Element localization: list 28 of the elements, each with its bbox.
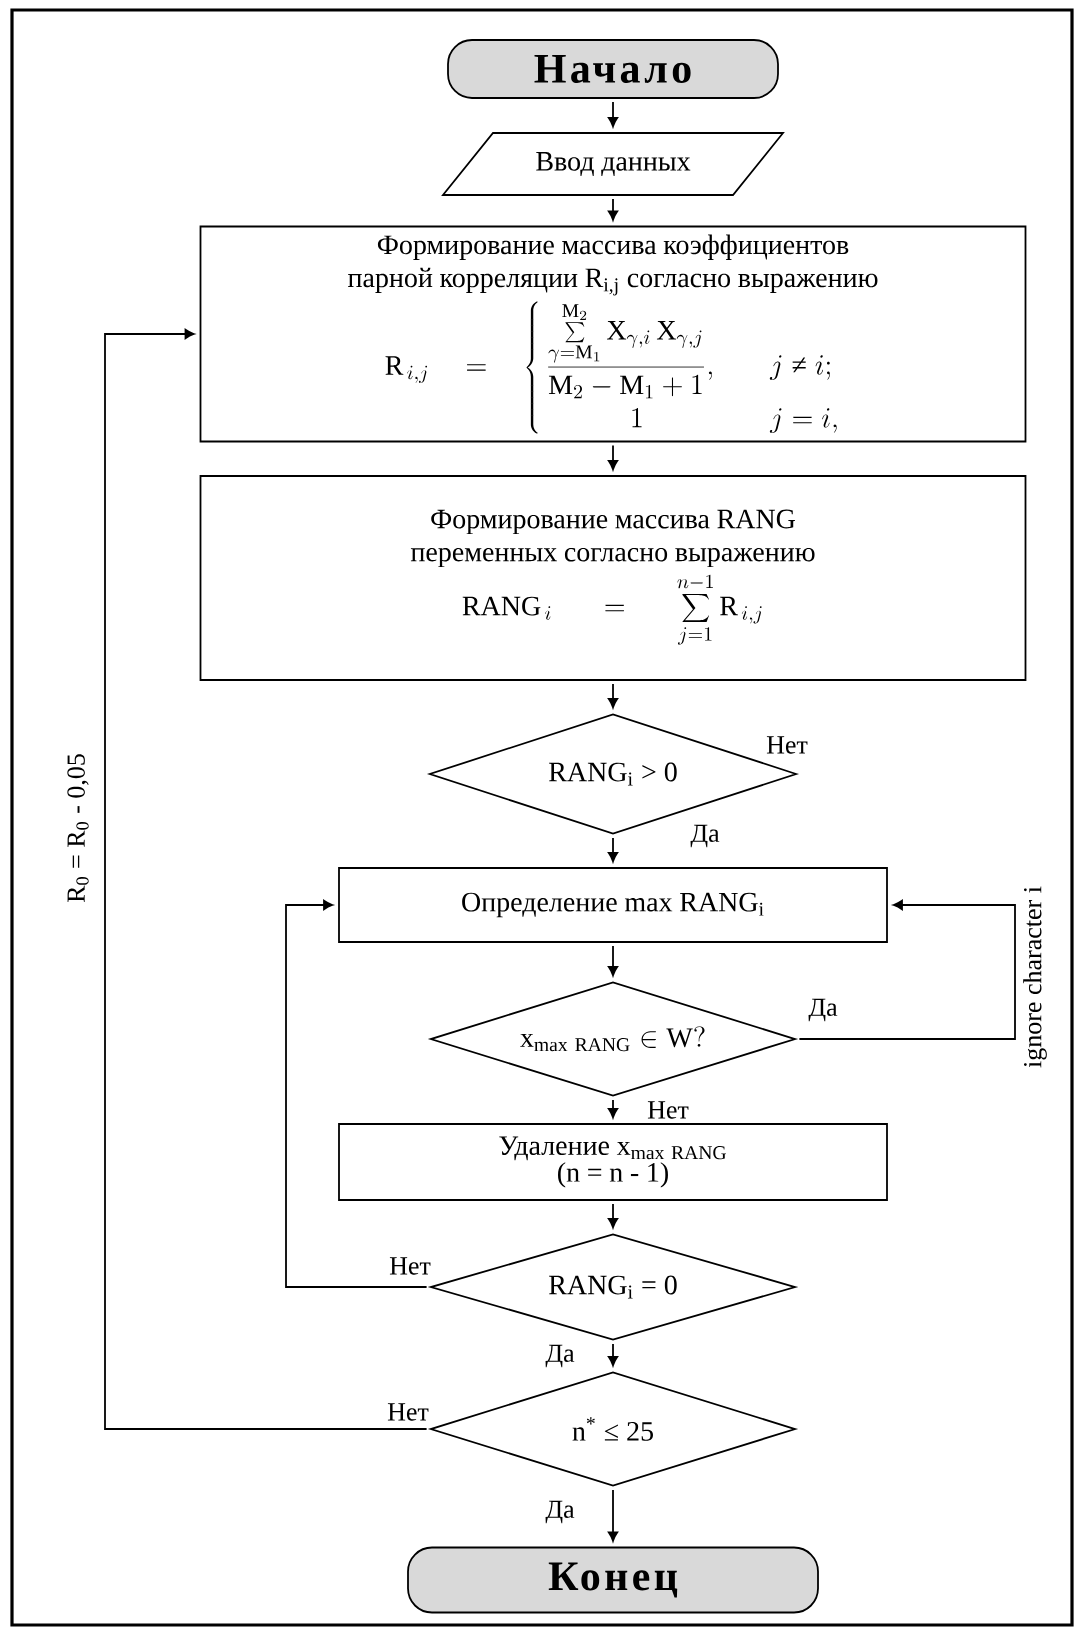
arrow <box>607 1489 619 1542</box>
edge-label: Нет <box>647 1101 689 1119</box>
arrow <box>607 1099 619 1119</box>
arrow <box>607 683 619 709</box>
arrow <box>607 1203 619 1229</box>
note-label: Нет <box>766 736 808 754</box>
note-label: R$_{0}$ = R$_{0}$ - 0,05 <box>67 754 89 903</box>
arrow <box>285 899 428 1288</box>
arrow <box>607 444 619 471</box>
arrow <box>798 899 1016 1040</box>
edge-label: Да <box>690 824 720 848</box>
arrow <box>104 328 428 1430</box>
process-box: Определение max RANG$_{i}$ <box>338 867 888 943</box>
arrow <box>607 101 619 128</box>
edge-label: Да <box>808 998 838 1022</box>
note-label: ignore character i <box>1023 886 1047 1068</box>
edge-label: Нет <box>387 1403 429 1421</box>
edge-label: Да <box>545 1500 575 1524</box>
process-box: Формирование массива коэффициентов парной корреляции R$_{i,j}$ согласно выражению $\mathrm{R}_{\,i,j}=\cases{\displaystyle{\sum\limits_{\gamma=\mathrm{M}_1}^{\mathrm{M}_2}\mathrm{X}_{\gamma,i}\,\mathrm{X}_{\gamma,j}\over\mathrm{M}_2-\mathrm{M}_1+1}, & \quad$j\mathrel{\mathrm{≠}}i;$\cr \noalign{\vskip4pt} \qquad\quad 1 & \quad$j=i,$\cr}$ <box>199 225 1027 443</box>
terminal-box: Конец <box>407 1546 819 1614</box>
process-box: Удаление $\mathrm{x}_{\mathrm{max\ RANG}}$ (n = n - 1) <box>338 1123 888 1201</box>
edge-label: Да <box>545 1344 575 1368</box>
arrow <box>607 198 619 221</box>
process-box: Формирование массива RANG переменных согласно выражению $\mathrm{RANG}_{\,i}=\sum_{j=1}^{n-1}\mathrm{R}_{\,i,j}$ <box>199 475 1027 681</box>
terminal-box: Начало <box>447 39 779 99</box>
arrow <box>607 945 619 977</box>
arrow <box>607 837 619 863</box>
arrow <box>607 1343 619 1367</box>
